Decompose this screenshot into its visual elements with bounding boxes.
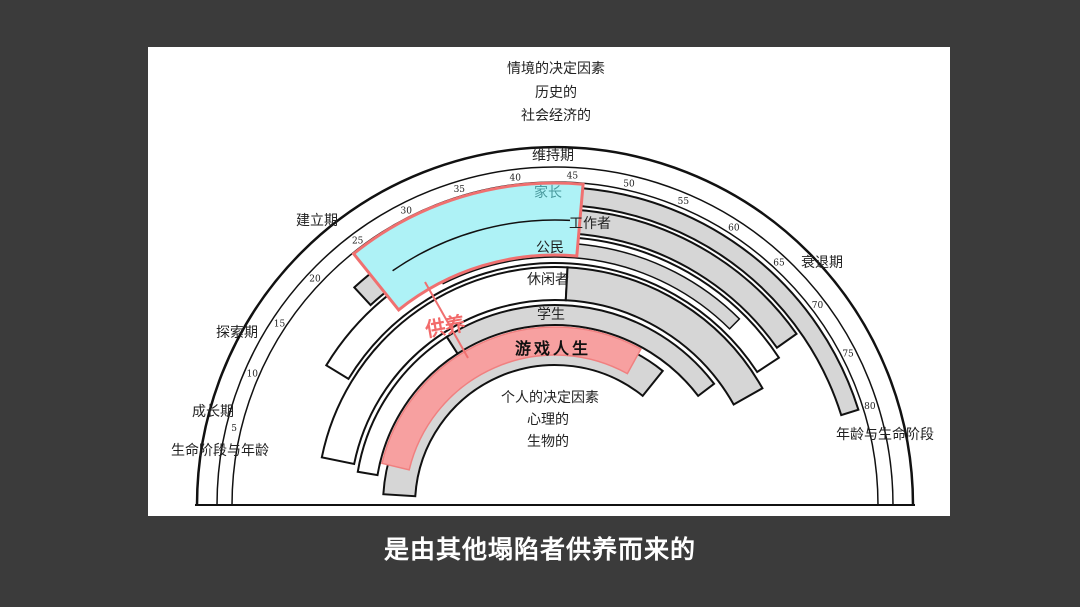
role-citizen: 公民 — [536, 240, 564, 256]
role-homemaker: 家长 — [534, 185, 562, 201]
age-tick-label: 65 — [773, 259, 785, 269]
situational-socioeconomic: 社会经济的 — [521, 108, 591, 124]
age-tick-label: 60 — [728, 224, 740, 234]
age-tick-label: 55 — [678, 197, 690, 207]
age-tick-label: 40 — [510, 173, 522, 183]
age-tick-label: 20 — [309, 275, 321, 285]
age-tick-label: 30 — [401, 206, 413, 216]
role-leisurite: 休闲者 — [527, 272, 569, 288]
role-worker: 工作者 — [569, 216, 611, 232]
highlight-inner-line — [392, 219, 571, 272]
highlight-box — [351, 181, 585, 313]
age-tick-label: 80 — [864, 402, 876, 412]
age-tick-label: 10 — [247, 370, 259, 380]
feed-arrow — [424, 281, 469, 359]
personal-biological: 生物的 — [527, 434, 569, 450]
age-tick-label: 35 — [454, 185, 466, 195]
axis-left-label: 生命阶段与年龄 — [171, 443, 269, 459]
leisure-band — [564, 266, 764, 406]
age-tick-label: 70 — [812, 301, 824, 311]
personal-title: 个人的决定因素 — [501, 390, 599, 406]
outer-stage-arc — [195, 145, 915, 506]
age-tick-label: 25 — [352, 237, 364, 247]
stage-establishment: 建立期 — [296, 213, 338, 229]
age-tick-label: 50 — [623, 179, 635, 189]
personal-psychological: 心理的 — [527, 412, 569, 428]
subtitle-caption: 是由其他塌陷者供养而来的 — [383, 535, 697, 564]
situational-historical: 历史的 — [535, 85, 577, 101]
play-band — [381, 326, 642, 471]
axis-right-label: 年龄与生命阶段 — [836, 427, 934, 443]
middle-arc — [216, 166, 894, 506]
annotation-play: 游戏人生 — [514, 339, 592, 358]
stage-exploration: 探索期 — [216, 325, 258, 341]
age-tick-label: 75 — [842, 349, 854, 359]
stage-decline: 衰退期 — [801, 255, 843, 271]
situational-title: 情境的决定因素 — [507, 61, 605, 77]
stage-growth: 成长期 — [192, 404, 234, 420]
age-tick-label: 5 — [231, 424, 237, 434]
age-tick-label: 45 — [567, 171, 579, 181]
student-band — [445, 304, 716, 398]
homemaker-band — [580, 187, 860, 417]
role-student: 学生 — [537, 307, 565, 323]
stage-maintenance: 维持期 — [532, 148, 574, 164]
age-tick-label: 15 — [274, 319, 286, 329]
